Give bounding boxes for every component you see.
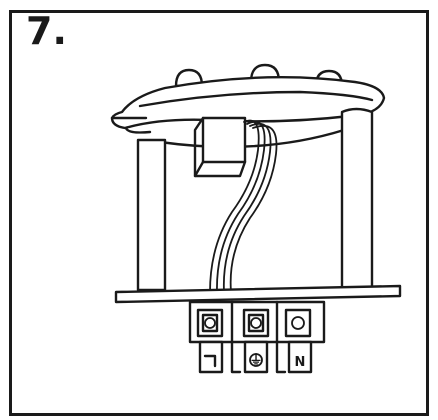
wire-4	[229, 124, 278, 293]
body-back-line	[158, 128, 346, 149]
canopy-rim-line	[138, 90, 374, 108]
step-number: 7.	[26, 9, 67, 53]
left-post	[136, 138, 167, 292]
tab-link-1	[230, 340, 242, 374]
tab-neutral	[287, 340, 313, 374]
mounting-block-edge	[193, 116, 205, 178]
base-plate	[114, 284, 402, 304]
terminal-line	[196, 308, 224, 338]
neutral-label: N	[295, 355, 306, 370]
ground-symbol-circle	[249, 353, 263, 367]
terminal-ground	[242, 308, 270, 338]
wire-2	[216, 120, 266, 293]
right-post	[340, 107, 374, 292]
canopy-lower-edge	[124, 126, 152, 134]
wire-3	[222, 122, 272, 293]
ground-label: ⏚	[249, 353, 262, 368]
mounting-block	[201, 116, 247, 164]
line-symbol-icon	[203, 354, 217, 368]
terminal-neutral	[284, 308, 312, 338]
tab-ground	[243, 340, 269, 374]
tab-link-2	[275, 340, 287, 374]
mounting-block-side	[193, 160, 247, 178]
